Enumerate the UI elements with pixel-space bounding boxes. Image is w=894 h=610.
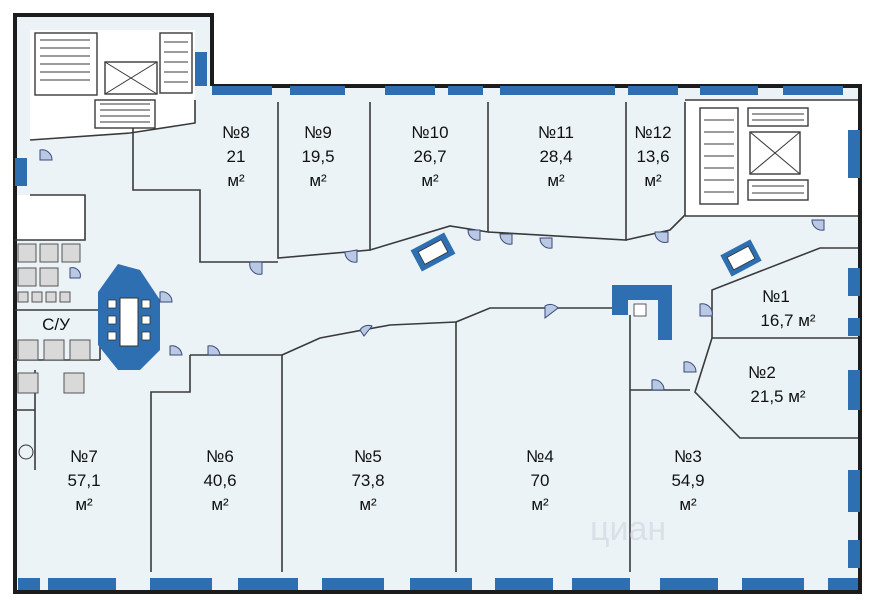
- room-6-number: №6: [206, 447, 234, 466]
- room-6-area[interactable]: [151, 355, 282, 572]
- room-11-area-value: 28,4: [539, 147, 572, 166]
- room-7-area-value: 57,1: [67, 471, 100, 490]
- room-12-area[interactable]: [626, 102, 685, 240]
- room-4-number: №4: [526, 447, 554, 466]
- room-7-unit: м²: [75, 495, 93, 514]
- room-1-number: №1: [762, 287, 790, 306]
- room-8-unit: м²: [227, 171, 245, 190]
- room-5-area[interactable]: [282, 322, 456, 572]
- utility-area: [15, 195, 85, 240]
- room-12-number: №12: [634, 123, 671, 142]
- room-1-area-value: 16,7 м²: [760, 311, 815, 330]
- room-2-area[interactable]: [695, 338, 858, 438]
- room-9-area[interactable]: [278, 102, 370, 258]
- room-10-area-value: 26,7: [413, 147, 446, 166]
- room-11-area[interactable]: [488, 102, 626, 240]
- room-9-area-value: 19,5: [301, 147, 334, 166]
- room-8-number: №8: [222, 123, 250, 142]
- room-4-unit: м²: [531, 495, 549, 514]
- room-4-area-value: 70: [531, 471, 550, 490]
- sofa-icon: [410, 232, 456, 272]
- room-12-area-value: 13,6: [636, 147, 669, 166]
- room-labels: №8 21 м² №9 19,5 м² №10 26,7 м² №11 28,4…: [42, 123, 816, 514]
- room-2-number: №2: [748, 363, 776, 382]
- room-11-unit: м²: [547, 171, 565, 190]
- room-3-number: №3: [674, 447, 702, 466]
- room-6-unit: м²: [211, 495, 229, 514]
- room-3-area[interactable]: [630, 390, 858, 572]
- watermark: циан: [590, 510, 666, 548]
- room-10-unit: м²: [421, 171, 439, 190]
- windows-bottom: [18, 578, 858, 590]
- room-11-number: №11: [538, 123, 574, 142]
- room-2-area-value: 21,5 м²: [750, 387, 805, 406]
- meeting-table: [98, 264, 160, 370]
- sofa-icon: [720, 239, 762, 277]
- room-10-area[interactable]: [370, 102, 488, 250]
- staircase-right: [699, 107, 809, 205]
- room-9-number: №9: [304, 123, 332, 142]
- room-12-unit: м²: [644, 171, 662, 190]
- outer-wall: [13, 13, 862, 594]
- staircase-left: [34, 32, 193, 129]
- room-4-area[interactable]: [456, 308, 630, 572]
- room-5-area-value: 73,8: [351, 471, 384, 490]
- room-7-area[interactable]: [15, 360, 190, 572]
- room-3-unit: м²: [679, 495, 697, 514]
- reception-desk: [612, 285, 672, 340]
- room-5-number: №5: [354, 447, 382, 466]
- window-left: [15, 158, 27, 186]
- room-7-number: №7: [70, 447, 98, 466]
- wc-label: С/У: [42, 315, 70, 334]
- windows-top: [195, 52, 843, 95]
- room-1-area[interactable]: [712, 248, 858, 338]
- room-8-area-value: 21: [227, 147, 246, 166]
- room-9-unit: м²: [309, 171, 327, 190]
- room-10-number: №10: [411, 123, 448, 142]
- room-5-unit: м²: [359, 495, 377, 514]
- wc-fixtures: [17, 243, 91, 460]
- room-8-area[interactable]: [133, 102, 278, 262]
- room-6-area-value: 40,6: [203, 471, 236, 490]
- doors: [39, 149, 825, 391]
- windows-right: [848, 130, 860, 568]
- room-3-area-value: 54,9: [671, 471, 704, 490]
